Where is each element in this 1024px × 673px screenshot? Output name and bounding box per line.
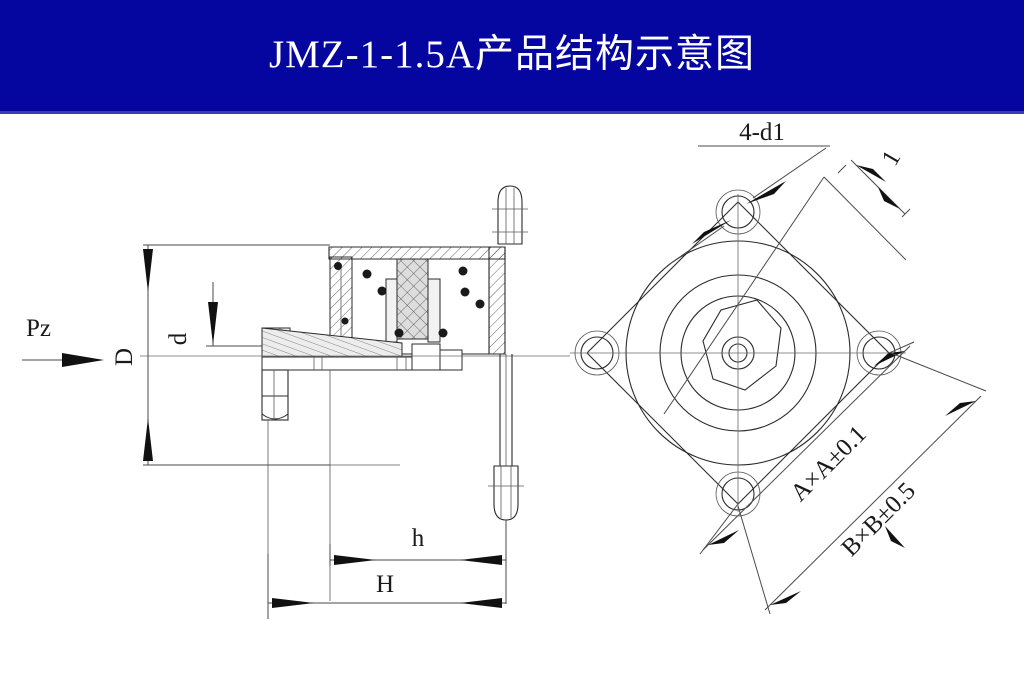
bolt-head-lower [261, 369, 289, 421]
label-d-outer: D [111, 348, 138, 366]
section-extension-lines [267, 520, 507, 619]
pin-top [492, 185, 528, 245]
dimension-h-lower [329, 544, 506, 566]
label-d-inner: d [165, 332, 192, 345]
label-dim-b: B×B±0.5 [836, 477, 920, 561]
title-banner-underline [0, 111, 1024, 114]
label-pz: Pz [26, 315, 51, 342]
label-h-lower: h [412, 525, 425, 552]
label-thickness: 1 [877, 146, 907, 170]
label-dim-a: A×A±0.1 [785, 420, 871, 506]
load-arrow-pz [22, 353, 104, 367]
dimension-h-total [268, 598, 506, 608]
center-hexagon [702, 299, 782, 391]
plan-view-group [570, 145, 987, 615]
dimension-thickness [837, 159, 911, 218]
dimension-a-extensions [699, 341, 915, 555]
drawing-canvas: Pz D d h H [0, 114, 1024, 673]
flange-right-blocks [411, 343, 463, 371]
page-title: JMZ-1-1.5A产品结构示意图 [268, 33, 756, 76]
technical-drawing-svg: Pz D d h H [22, 119, 987, 619]
rope-section-dots [341, 266, 485, 338]
core-block [385, 258, 441, 343]
dimension-a [663, 176, 911, 551]
pin-bottom [488, 354, 524, 521]
title-banner: JMZ-1-1.5A产品结构示意图 [0, 0, 1024, 111]
hole-callout-leader [666, 145, 830, 267]
section-view-group [22, 185, 570, 619]
inner-post-left [329, 256, 353, 345]
mounting-flange [261, 327, 441, 371]
plan-centerlines [570, 194, 906, 512]
pin-rod [499, 354, 513, 474]
dimension-d-outer [143, 244, 330, 466]
label-h-total: H [376, 571, 394, 598]
label-hole-callout: 4-d1 [739, 119, 785, 146]
dimension-d-inner [206, 282, 262, 347]
dimension-b [737, 352, 987, 615]
